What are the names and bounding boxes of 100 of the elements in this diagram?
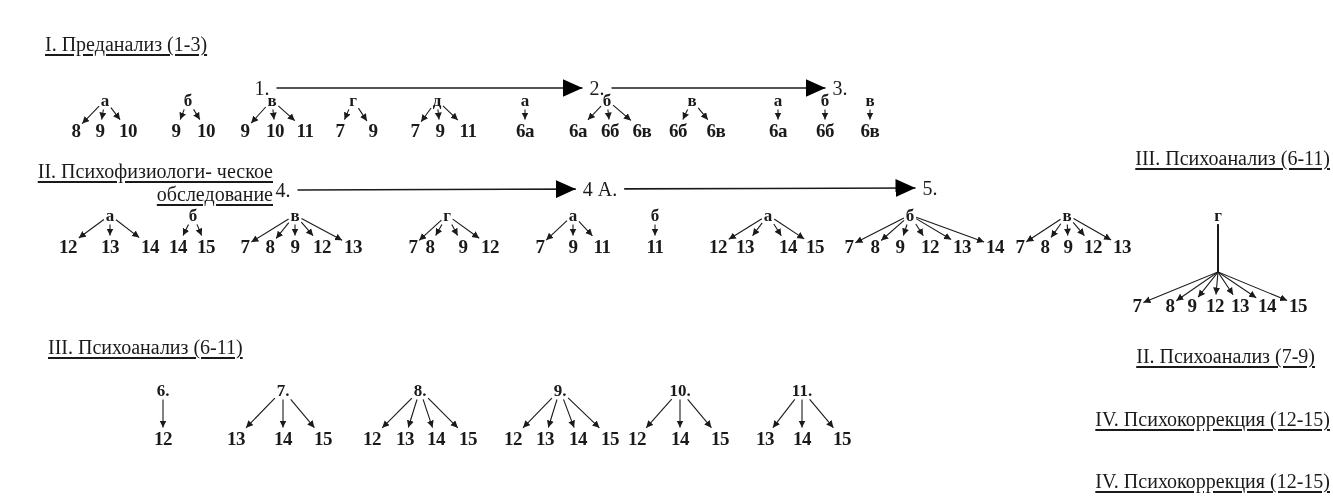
branch-arrow bbox=[418, 219, 442, 241]
branch-arrow bbox=[809, 398, 834, 429]
item-number: 13 bbox=[1112, 236, 1132, 256]
item-number: 12 bbox=[920, 236, 940, 256]
item-number: 12 bbox=[312, 236, 332, 256]
item-number: 15 bbox=[458, 428, 478, 448]
item-number: 14 bbox=[985, 236, 1005, 256]
branch-arrow bbox=[110, 107, 121, 121]
item-number: 12 bbox=[58, 236, 78, 256]
arrow bbox=[296, 180, 577, 199]
branch-arrow bbox=[915, 216, 985, 243]
step-label: 5. bbox=[921, 178, 939, 198]
branch-arrow bbox=[728, 218, 763, 240]
branch-arrow bbox=[1025, 218, 1062, 243]
branch-arrow bbox=[434, 108, 442, 121]
item-number: 8 bbox=[869, 236, 881, 256]
branch-arrow bbox=[562, 398, 575, 429]
branch-arrow bbox=[442, 105, 459, 121]
branch-arrow bbox=[798, 398, 806, 429]
branch-label: а bbox=[99, 91, 111, 109]
arrow bbox=[610, 79, 827, 97]
branch-arrow bbox=[245, 397, 276, 429]
item-number: 9 bbox=[1186, 295, 1198, 315]
branch-label: д bbox=[431, 91, 443, 109]
item-number: 7 bbox=[1131, 295, 1143, 315]
branch-arrow bbox=[772, 398, 796, 429]
branch-arrow bbox=[407, 398, 418, 429]
branch-arrow bbox=[682, 108, 689, 121]
item-number: 6б bbox=[668, 120, 688, 140]
branch-label: б bbox=[187, 206, 199, 224]
branch-arrow bbox=[880, 219, 905, 242]
branch-label: а bbox=[772, 91, 784, 109]
item-number: 14 bbox=[426, 428, 446, 448]
item-number: 12 bbox=[708, 236, 728, 256]
item-number: 9 bbox=[170, 120, 182, 140]
branch-arrow bbox=[159, 398, 167, 429]
item-number: 11 bbox=[645, 236, 665, 256]
item-number: 9 bbox=[567, 236, 579, 256]
branch-arrow bbox=[676, 398, 684, 429]
section-heading: III. Психоанализ (6-11) bbox=[48, 336, 243, 359]
item-number: 13 bbox=[395, 428, 415, 448]
branch-arrow bbox=[587, 105, 602, 121]
branch-arrow bbox=[81, 105, 100, 125]
item-number: 7 bbox=[334, 120, 346, 140]
branch-label: б bbox=[182, 91, 194, 109]
item-number: 10 bbox=[118, 120, 138, 140]
branch-arrow bbox=[179, 108, 186, 121]
item-number: 11 bbox=[295, 120, 315, 140]
branch-label: 9. bbox=[552, 381, 568, 399]
branch-arrow bbox=[250, 218, 290, 243]
step-label: 4. bbox=[274, 180, 292, 200]
section-heading: IV. Психокоррекция (12-15) bbox=[1095, 408, 1330, 431]
branch-arrow bbox=[1217, 223, 1288, 302]
item-number: 9 bbox=[367, 120, 379, 140]
branch-arrow bbox=[773, 223, 782, 237]
branch-arrow bbox=[915, 223, 924, 237]
item-number: 15 bbox=[805, 236, 825, 256]
item-number: 8 bbox=[70, 120, 82, 140]
item-number: 6а bbox=[515, 120, 535, 140]
item-number: 7 bbox=[239, 236, 251, 256]
branch-arrow bbox=[915, 218, 952, 241]
item-number: 14 bbox=[670, 428, 690, 448]
branch-arrow bbox=[422, 398, 434, 429]
item-number: 6в bbox=[631, 120, 653, 140]
branch-label: 7. bbox=[275, 381, 291, 399]
branch-arrow bbox=[193, 108, 201, 121]
branch-arrow bbox=[300, 217, 343, 241]
branch-label: а bbox=[104, 206, 116, 224]
item-number: 12 bbox=[503, 428, 523, 448]
branch-label: в bbox=[1061, 206, 1073, 224]
branch-arrow bbox=[427, 397, 459, 429]
item-number: 7 bbox=[534, 236, 546, 256]
item-number: 13 bbox=[1230, 295, 1250, 315]
branch-label: г bbox=[442, 206, 452, 224]
item-number: 8 bbox=[424, 236, 436, 256]
item-number: 9 bbox=[434, 120, 446, 140]
item-number: 14 bbox=[778, 236, 798, 256]
branch-arrow bbox=[1050, 223, 1062, 238]
branch-label: в bbox=[686, 91, 698, 109]
item-number: 14 bbox=[140, 236, 160, 256]
branch-arrow bbox=[567, 397, 600, 429]
branch-arrow bbox=[752, 222, 763, 237]
branch-arrow bbox=[290, 398, 315, 429]
branch-arrow bbox=[821, 108, 829, 121]
branch-label: в bbox=[864, 91, 876, 109]
branch-arrow bbox=[300, 221, 314, 237]
item-number: 8 bbox=[1039, 236, 1051, 256]
branch-arrow bbox=[275, 222, 290, 239]
item-number: 9 bbox=[94, 120, 106, 140]
branch-arrow bbox=[195, 223, 203, 237]
item-number: 12 bbox=[153, 428, 173, 448]
item-number: 14 bbox=[792, 428, 812, 448]
branch-arrow bbox=[357, 107, 368, 122]
item-number: 7 bbox=[843, 236, 855, 256]
branch-label: б bbox=[819, 91, 831, 109]
branch-label: 6. bbox=[155, 381, 171, 399]
item-number: 12 bbox=[362, 428, 382, 448]
step-label: 4 А. bbox=[581, 179, 619, 199]
branch-arrow bbox=[521, 108, 529, 121]
branch-label: г bbox=[348, 91, 358, 109]
